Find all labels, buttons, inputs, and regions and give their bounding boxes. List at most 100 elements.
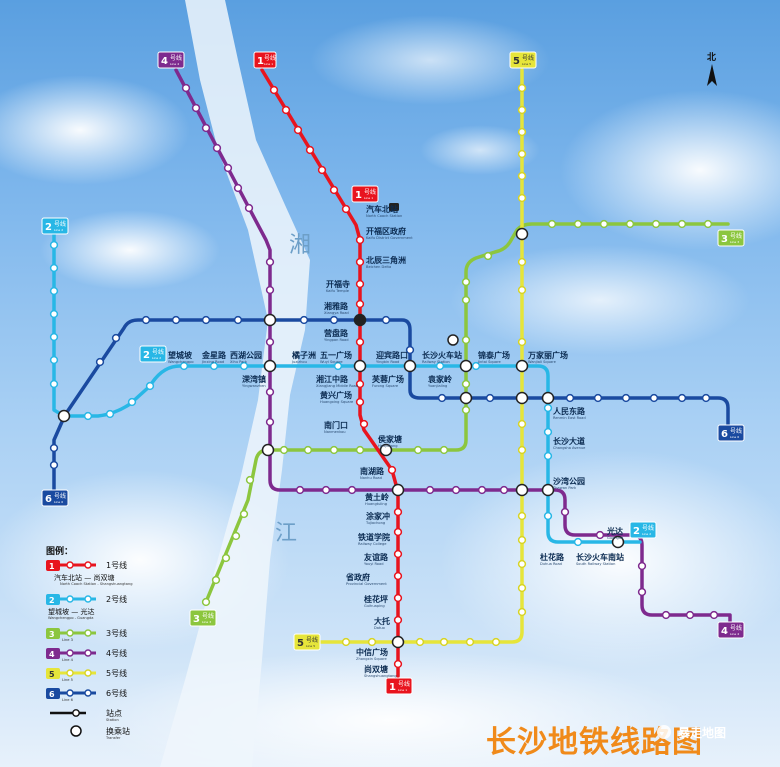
svg-text:开福区政府: 开福区政府 bbox=[366, 226, 406, 236]
svg-text:2: 2 bbox=[143, 350, 150, 361]
svg-text:6: 6 bbox=[49, 690, 55, 699]
svg-text:五一广场: 五一广场 bbox=[320, 350, 352, 360]
svg-text:站点: 站点 bbox=[106, 708, 122, 718]
svg-text:北辰三角洲: 北辰三角洲 bbox=[366, 255, 406, 265]
svg-text:橘子洲: 橘子洲 bbox=[291, 350, 316, 360]
svg-text:Line 4: Line 4 bbox=[62, 658, 74, 662]
svg-text:Wuyi Square: Wuyi Square bbox=[320, 360, 343, 364]
transfer-line2-line6-east bbox=[541, 391, 555, 405]
legend-item-line3: 3 3号线 Line 3 bbox=[46, 628, 127, 642]
svg-text:Line 6: Line 6 bbox=[62, 698, 74, 702]
svg-text:万家丽广场: 万家丽广场 bbox=[527, 350, 568, 360]
svg-text:4: 4 bbox=[161, 56, 168, 67]
svg-text:号线: 号线 bbox=[54, 492, 66, 500]
svg-text:光达: 光达 bbox=[606, 526, 623, 536]
svg-text:Yingpan Road: Yingpan Road bbox=[324, 338, 349, 342]
svg-text:Line 1: Line 1 bbox=[364, 196, 373, 200]
svg-text:Line 3: Line 3 bbox=[202, 620, 211, 624]
transfer-line2-line6-west bbox=[57, 409, 71, 423]
svg-text:号线: 号线 bbox=[202, 612, 214, 620]
svg-text:Jinxing Road: Jinxing Road bbox=[201, 360, 224, 364]
svg-text:Transfer: Transfer bbox=[105, 736, 121, 740]
svg-text:Line 2: Line 2 bbox=[54, 228, 63, 232]
transfer-line2-line4 bbox=[541, 483, 555, 497]
svg-text:袁家岭: 袁家岭 bbox=[427, 374, 452, 384]
svg-text:号线: 号线 bbox=[522, 54, 534, 62]
transfer-line1-line4 bbox=[391, 483, 405, 497]
svg-text:长沙火车站: 长沙火车站 bbox=[422, 350, 462, 360]
svg-text:换乘站: 换乘站 bbox=[106, 726, 130, 736]
svg-text:3: 3 bbox=[193, 614, 200, 625]
station-dots bbox=[49, 83, 719, 669]
svg-text:Nanmenkou: Nanmenkou bbox=[324, 430, 346, 434]
svg-text:Line 5: Line 5 bbox=[306, 644, 315, 648]
svg-text:号线: 号线 bbox=[730, 624, 742, 632]
svg-text:南湖路: 南湖路 bbox=[360, 466, 385, 476]
transfer-line4-line2 bbox=[263, 359, 277, 373]
transfer-line4-line3 bbox=[261, 443, 275, 457]
svg-text:号线: 号线 bbox=[54, 220, 66, 228]
svg-text:Line 1: Line 1 bbox=[264, 62, 273, 66]
svg-text:2: 2 bbox=[45, 222, 52, 233]
svg-text:西湖公园: 西湖公园 bbox=[230, 350, 262, 360]
svg-text:号线: 号线 bbox=[264, 54, 276, 62]
svg-text:湘雅路: 湘雅路 bbox=[324, 301, 349, 311]
svg-text:Zhongxin Square: Zhongxin Square bbox=[356, 657, 387, 661]
svg-text:Nanhu Road: Nanhu Road bbox=[360, 476, 382, 480]
legend-item-line5: 5 5号线 Line 5 bbox=[46, 668, 127, 682]
svg-text:Line 2: Line 2 bbox=[642, 532, 651, 536]
svg-text:1: 1 bbox=[355, 190, 362, 201]
svg-text:Duhua Road: Duhua Road bbox=[540, 562, 562, 566]
transfer-line1-line2 bbox=[353, 359, 367, 373]
north-label: 北 bbox=[707, 51, 716, 63]
transfer-line1-line5 bbox=[391, 635, 405, 649]
svg-text:6号线: 6号线 bbox=[106, 688, 127, 698]
svg-text:Huangtuling: Huangtuling bbox=[365, 502, 387, 506]
svg-text:3: 3 bbox=[49, 630, 55, 639]
svg-text:Xiangjiang Middle Road: Xiangjiang Middle Road bbox=[316, 384, 358, 388]
svg-text:Shawan Park: Shawan Park bbox=[553, 486, 577, 490]
legend-item-line1: 1 1号线 汽车北站 — 尚双塘 North Coach Station - S… bbox=[46, 560, 133, 586]
svg-text:望城坡 — 光达: 望城坡 — 光达 bbox=[48, 607, 94, 616]
coach-station-icon bbox=[389, 203, 399, 211]
svg-text:号线: 号线 bbox=[730, 232, 742, 240]
svg-text:2: 2 bbox=[633, 526, 640, 537]
svg-text:4号线: 4号线 bbox=[106, 648, 127, 658]
svg-text:望城坡: 望城坡 bbox=[168, 350, 193, 360]
svg-text:长沙大道: 长沙大道 bbox=[553, 436, 585, 446]
svg-text:5: 5 bbox=[513, 56, 520, 67]
transfer-stations bbox=[57, 227, 625, 649]
svg-text:Yingbin Road: Yingbin Road bbox=[376, 360, 399, 364]
svg-text:侯家塘: 侯家塘 bbox=[378, 434, 402, 444]
svg-text:Xihu Park: Xihu Park bbox=[230, 360, 248, 364]
svg-text:5: 5 bbox=[49, 670, 55, 679]
svg-text:6: 6 bbox=[45, 494, 52, 505]
svg-text:5: 5 bbox=[297, 638, 304, 649]
svg-text:杜花路: 杜花路 bbox=[540, 552, 565, 562]
svg-text:6: 6 bbox=[721, 429, 728, 440]
line3-stations bbox=[201, 219, 713, 607]
svg-text:Youyi Road: Youyi Road bbox=[364, 562, 383, 566]
svg-text:友谊路: 友谊路 bbox=[363, 552, 389, 562]
transfer-line2-line4-south bbox=[611, 535, 625, 549]
